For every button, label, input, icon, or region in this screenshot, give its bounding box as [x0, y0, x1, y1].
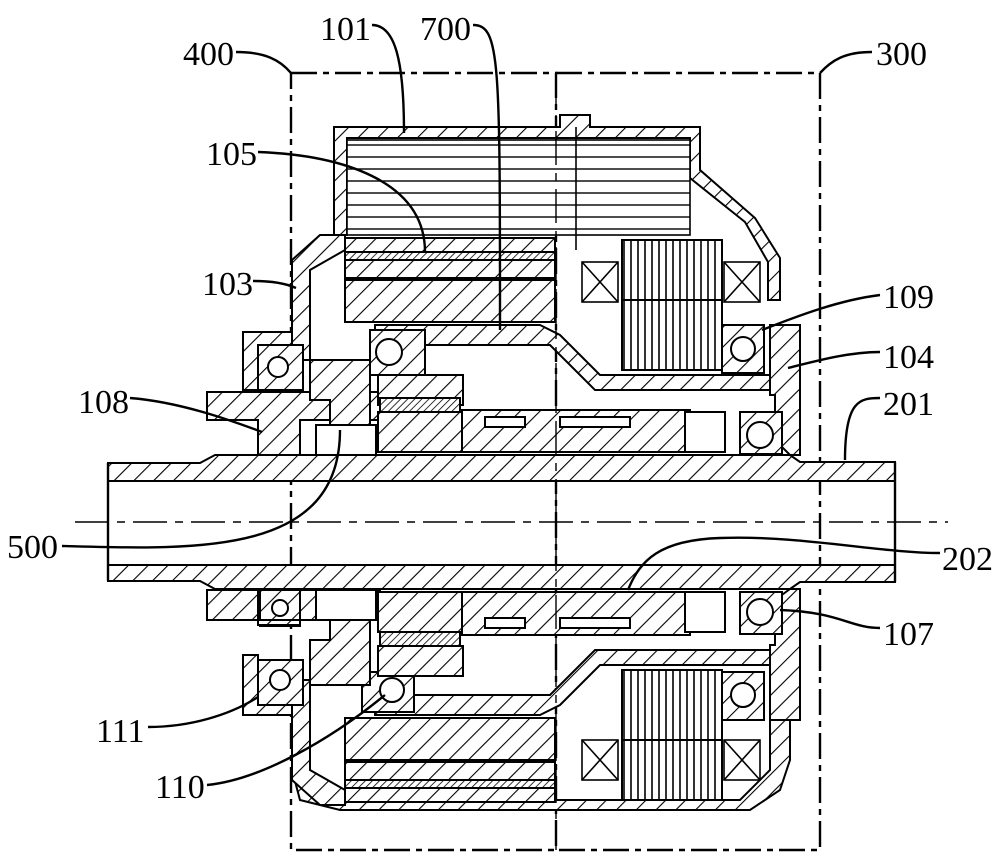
- leader-300: [819, 50, 873, 74]
- reference-labels: 400 101 700 300 105 103 109 104 108 201 …: [7, 11, 993, 806]
- label-400: 400: [183, 36, 234, 73]
- label-300: 300: [876, 36, 927, 73]
- bearing-109: [721, 324, 765, 374]
- label-108: 108: [78, 384, 129, 421]
- sleeve-202: [461, 409, 726, 636]
- label-104: 104: [883, 339, 934, 376]
- leader-lines: [61, 23, 941, 787]
- label-109: 109: [883, 279, 934, 316]
- leader-103: [252, 279, 297, 290]
- rotor-105: [344, 237, 556, 803]
- leader-400: [235, 50, 292, 74]
- leader-101: [371, 23, 406, 134]
- bearing-top-left: [369, 329, 426, 376]
- label-107: 107: [883, 616, 934, 653]
- label-105: 105: [206, 136, 257, 173]
- leader-109: [761, 293, 881, 332]
- label-500: 500: [7, 529, 58, 566]
- leader-110: [206, 694, 386, 787]
- stator-core: [621, 239, 723, 801]
- end-cover-103: [291, 234, 346, 806]
- shaft-201: [106, 454, 897, 590]
- leader-111: [147, 695, 259, 729]
- leader-500: [61, 429, 342, 549]
- label-201: 201: [883, 386, 934, 423]
- stator-windings: [581, 261, 761, 781]
- bearing-upper-left: [257, 344, 304, 391]
- label-110: 110: [155, 769, 205, 806]
- label-700: 700: [420, 11, 471, 48]
- label-101: 101: [320, 11, 371, 48]
- bearing-111: [257, 659, 304, 706]
- carrier-700: [374, 324, 771, 716]
- leader-107: [779, 608, 881, 630]
- label-202: 202: [942, 541, 993, 578]
- bearing-107-top: [739, 411, 783, 455]
- housing-101-top: [333, 114, 781, 301]
- bearing-107: [739, 591, 783, 635]
- leader-108: [129, 396, 263, 434]
- leader-201: [843, 396, 881, 461]
- bearing-lower-right: [721, 671, 765, 721]
- leader-202: [626, 536, 941, 591]
- leader-104: [787, 350, 881, 370]
- label-111: 111: [96, 713, 144, 750]
- leader-105: [257, 150, 427, 253]
- label-103: 103: [202, 266, 253, 303]
- leader-700: [472, 23, 502, 331]
